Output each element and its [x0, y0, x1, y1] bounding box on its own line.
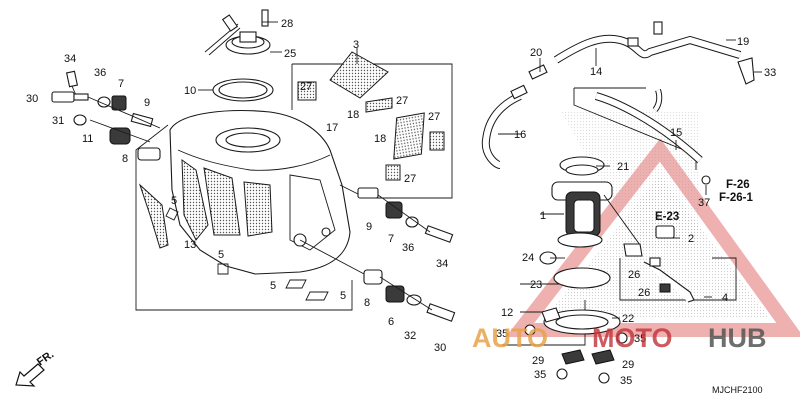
- part-label-24: 24: [522, 252, 534, 264]
- part-label-5: 5: [218, 249, 224, 261]
- part-label-8: 8: [364, 297, 370, 309]
- right-mount-hardware: [357, 187, 456, 322]
- part-label-35: 35: [634, 333, 646, 345]
- part-label-31: 31: [52, 115, 64, 127]
- diagram-code: MJCHF2100: [712, 385, 763, 395]
- part-label-15: 15: [670, 127, 682, 139]
- part-label-28: 28: [281, 18, 293, 30]
- part-label-5: 5: [270, 280, 276, 292]
- part-labels: 1 2 3 4 5 5 5 5 6 7 7 8 8 9 9 10 11 12 1…: [26, 18, 776, 387]
- part-label-34: 34: [436, 258, 448, 270]
- reference-labels: F-26 F-26-1 E-23: [655, 179, 753, 223]
- watermark-moto: MOTO: [592, 323, 673, 353]
- fuel-pump-assembly: [520, 156, 695, 384]
- part-label-33: 33: [764, 67, 776, 79]
- part-label-5: 5: [171, 195, 177, 207]
- part-label-3: 3: [353, 39, 359, 51]
- part-label-36: 36: [402, 242, 414, 254]
- ref-f26: F-26: [726, 179, 750, 191]
- part-label-2: 2: [688, 233, 694, 245]
- front-direction-marker: FR.: [15, 348, 56, 387]
- part-label-21: 21: [617, 161, 629, 173]
- part-label-5: 5: [340, 290, 346, 302]
- part-label-7: 7: [118, 78, 124, 90]
- part-label-35: 35: [620, 375, 632, 387]
- watermark-hub: HUB: [708, 323, 767, 353]
- watermark-auto: AUTO: [472, 323, 548, 353]
- part-label-19: 19: [737, 36, 749, 48]
- part-label-29: 29: [622, 359, 634, 371]
- part-label-17: 17: [326, 122, 338, 134]
- fuel-cap-assembly: [204, 9, 282, 56]
- fuel-tank: [169, 110, 367, 276]
- leader-lines: [356, 39, 762, 319]
- part-label-25: 25: [284, 48, 296, 60]
- hoses: [481, 21, 755, 185]
- part-label-35: 35: [496, 328, 508, 340]
- gasket-ring: [198, 78, 274, 102]
- part-label-18: 18: [347, 109, 359, 121]
- part-label-35: 35: [534, 369, 546, 381]
- part-label-27: 27: [300, 81, 312, 93]
- part-label-13: 13: [184, 239, 196, 251]
- watermark-text: AUTO MOTO HUB: [472, 323, 767, 353]
- part-label-34: 34: [64, 53, 76, 65]
- part-label-14: 14: [590, 66, 602, 78]
- part-label-11: 11: [82, 133, 93, 145]
- part-label-12: 12: [501, 307, 513, 319]
- part-label-9: 9: [144, 97, 150, 109]
- front-arrow-icon: [15, 363, 45, 387]
- part-label-27: 27: [428, 111, 440, 123]
- ref-e23: E-23: [655, 211, 679, 223]
- part-label-4: 4: [722, 292, 728, 304]
- part-label-27: 27: [396, 95, 408, 107]
- part-label-30: 30: [26, 93, 38, 105]
- part-label-37: 37: [698, 197, 710, 209]
- part-label-7: 7: [388, 233, 394, 245]
- left-mount-hardware: [51, 70, 161, 161]
- part-label-18: 18: [374, 133, 386, 145]
- part-label-8: 8: [122, 153, 128, 165]
- part-label-22: 22: [622, 313, 634, 325]
- part-label-6: 6: [388, 316, 394, 328]
- part-label-26: 26: [628, 269, 640, 281]
- rubber-pads: [138, 51, 445, 301]
- ref-f26-1: F-26-1: [719, 192, 753, 204]
- part-label-27: 27: [404, 173, 416, 185]
- part-label-26: 26: [638, 287, 650, 299]
- part-label-20: 20: [530, 47, 542, 59]
- part-label-32: 32: [404, 330, 416, 342]
- part-label-23: 23: [530, 279, 542, 291]
- part-label-29: 29: [532, 355, 544, 367]
- part-label-30: 30: [434, 342, 446, 354]
- part-label-36: 36: [94, 67, 106, 79]
- part-label-16: 16: [514, 129, 526, 141]
- part-label-1: 1: [540, 210, 546, 222]
- part-label-9: 9: [366, 221, 372, 233]
- part-label-10: 10: [184, 85, 196, 97]
